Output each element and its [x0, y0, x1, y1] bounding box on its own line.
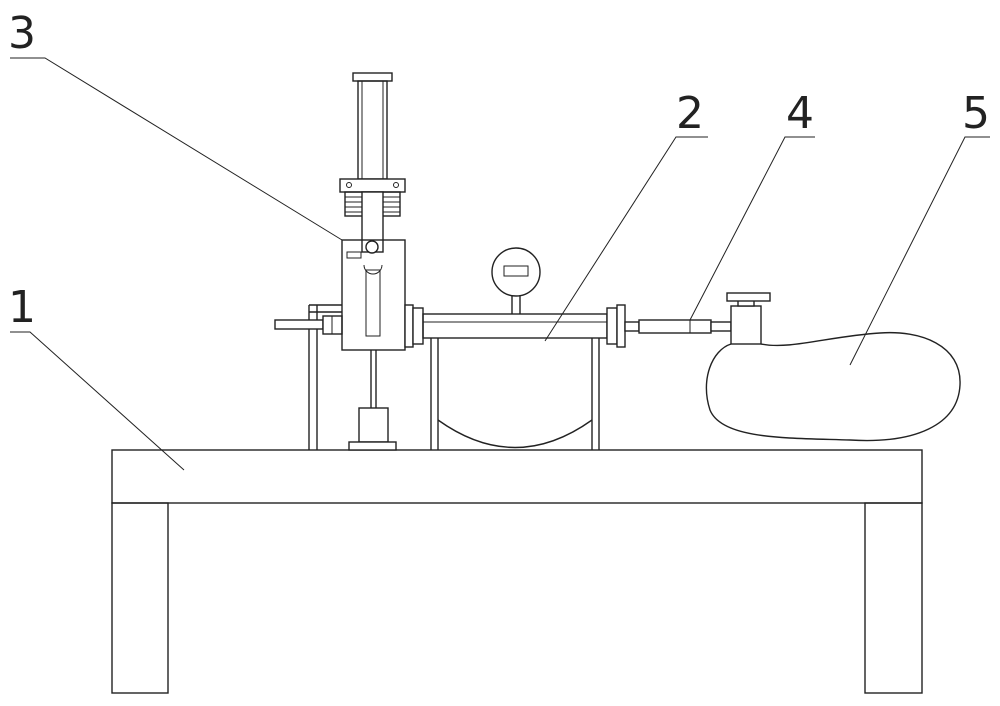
- table-leg-right: [864, 502, 923, 694]
- valve-actuator-unit: [339, 72, 406, 451]
- gauge-display: [503, 265, 529, 277]
- valve-indicator: [346, 251, 362, 259]
- leader-5: [849, 136, 990, 366]
- lower-cylinder: [358, 407, 389, 443]
- valve-window: [365, 269, 381, 337]
- label-5: 5: [962, 88, 990, 139]
- pipe-body: [422, 313, 608, 339]
- leader-lines: [10, 57, 990, 471]
- main-pipe: [404, 247, 626, 348]
- gas-bag: [705, 331, 961, 442]
- label-1: 1: [8, 282, 36, 333]
- actuator-flange: [339, 178, 406, 193]
- leader-3: [10, 57, 343, 241]
- connector-tube: [638, 319, 712, 334]
- actuator-top-cap: [352, 72, 393, 82]
- connector-assembly: [624, 292, 771, 345]
- table: [111, 449, 923, 694]
- label-3: 3: [8, 8, 36, 59]
- leader-4: [689, 136, 815, 321]
- left-rod: [274, 319, 324, 330]
- pivot-pin: [365, 240, 379, 254]
- pressure-gauge: [491, 247, 541, 297]
- table-leg-left: [111, 502, 169, 694]
- label-4: 4: [786, 88, 814, 139]
- valve-body: [341, 239, 406, 351]
- label-2: 2: [676, 88, 704, 139]
- inlet-valve-cap: [726, 292, 771, 302]
- leader-2: [544, 136, 708, 342]
- basin-stand: [430, 338, 600, 450]
- leader-1: [10, 331, 185, 471]
- table-top: [111, 449, 923, 504]
- collection-basin: [437, 419, 593, 449]
- left-support-frame: [274, 304, 343, 450]
- inlet-valve: [730, 305, 762, 345]
- lower-cylinder-base: [348, 441, 397, 451]
